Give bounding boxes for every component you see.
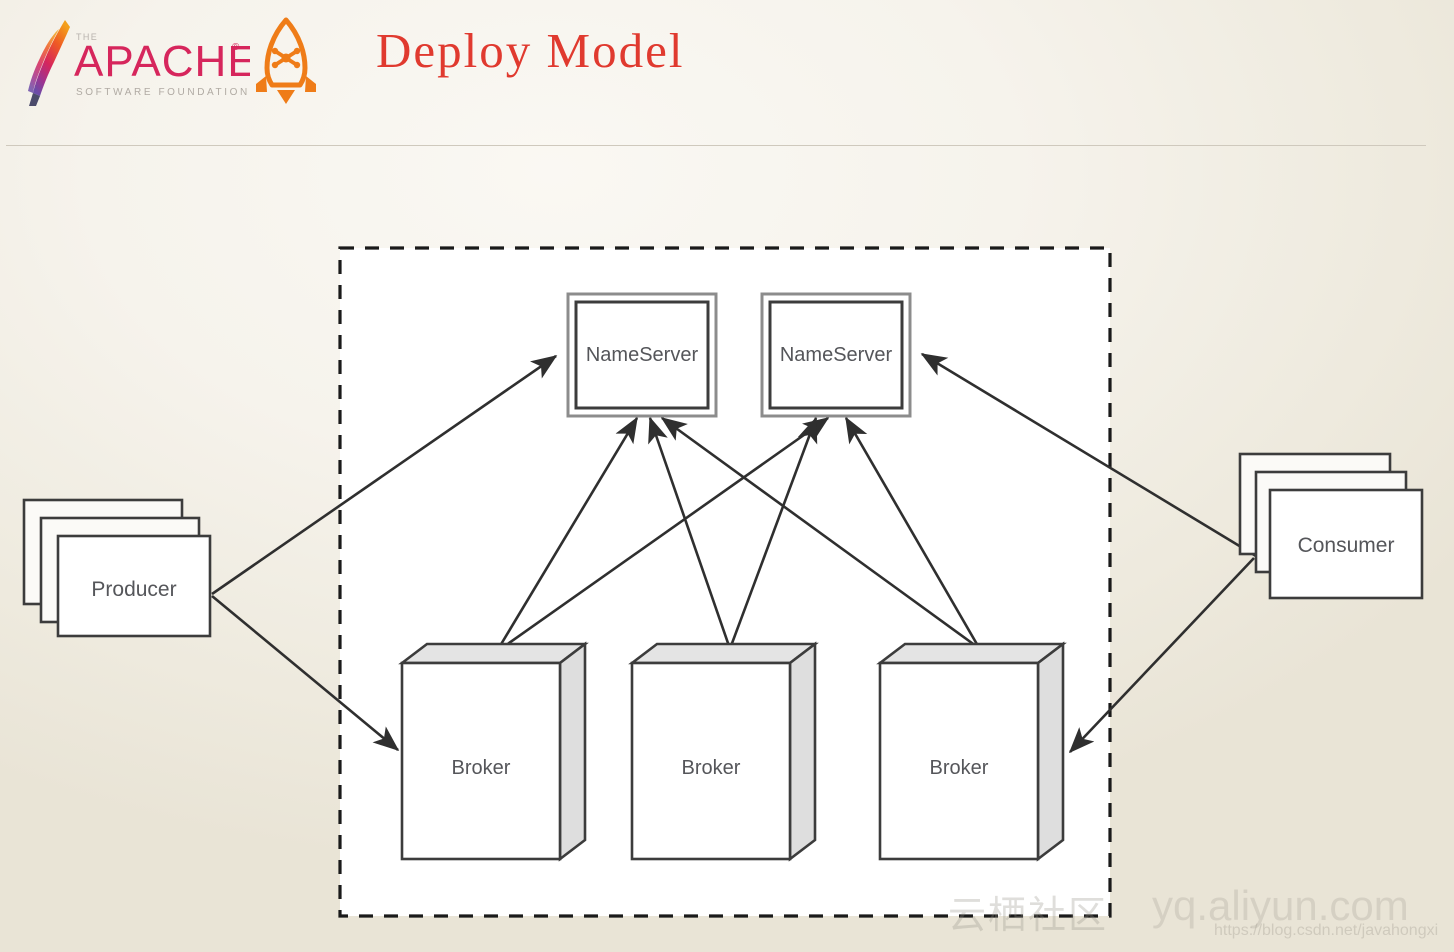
slide-header: THE APACHE ® SOFTWARE FOUNDATION	[0, 0, 1454, 146]
watermark-url: https://blog.csdn.net/javahongxi	[1214, 922, 1439, 939]
watermark-domain: yq.aliyun.com	[1152, 882, 1409, 929]
node-nameserver-2[interactable]: NameServer	[760, 292, 912, 418]
producer-label: Producer	[91, 578, 176, 601]
edge-broker3-to-nameserver2	[844, 416, 980, 647]
edge-producer-to-nameserver1	[211, 354, 558, 596]
edge-broker1-to-nameserver2	[501, 416, 830, 650]
nameserver-1-label: NameServer	[586, 344, 699, 366]
diagram-edges	[211, 352, 1257, 754]
apache-feather-icon	[28, 20, 70, 106]
edge-broker3-to-nameserver1	[660, 416, 977, 648]
page-title: Deploy Model	[376, 23, 685, 78]
deploy-model-diagram: NameServer NameServer Broker Broker	[0, 146, 1454, 952]
apache-the-label: THE	[76, 32, 98, 42]
node-producer[interactable]: Producer	[22, 498, 212, 638]
rocketmq-rocket-icon	[250, 14, 322, 106]
edge-producer-to-broker1	[211, 594, 400, 752]
watermark-community: 云栖社区	[948, 893, 1109, 937]
apache-trademark-symbol: ®	[232, 42, 240, 53]
edge-consumer-to-nameserver2	[920, 352, 1257, 558]
edge-consumer-to-broker3	[1068, 557, 1255, 754]
broker-2-label: Broker	[682, 757, 741, 779]
edge-broker2-to-nameserver2	[729, 416, 818, 647]
node-nameserver-1[interactable]: NameServer	[566, 292, 718, 418]
broker-3-label: Broker	[930, 757, 989, 779]
header-divider	[6, 145, 1426, 146]
edge-broker2-to-nameserver1	[648, 416, 731, 647]
node-broker-3[interactable]: Broker	[876, 641, 1067, 862]
node-broker-2[interactable]: Broker	[628, 641, 819, 862]
apache-tagline: SOFTWARE FOUNDATION	[76, 87, 250, 98]
edge-broker1-to-nameserver1	[498, 416, 639, 647]
node-consumer[interactable]: Consumer	[1238, 452, 1424, 600]
apache-logo: THE APACHE ® SOFTWARE FOUNDATION	[18, 14, 257, 106]
nameserver-2-label: NameServer	[780, 344, 893, 366]
apache-wordmark: APACHE	[74, 37, 250, 86]
node-broker-1[interactable]: Broker	[398, 641, 589, 862]
broker-1-label: Broker	[452, 757, 511, 779]
consumer-label: Consumer	[1298, 534, 1395, 557]
